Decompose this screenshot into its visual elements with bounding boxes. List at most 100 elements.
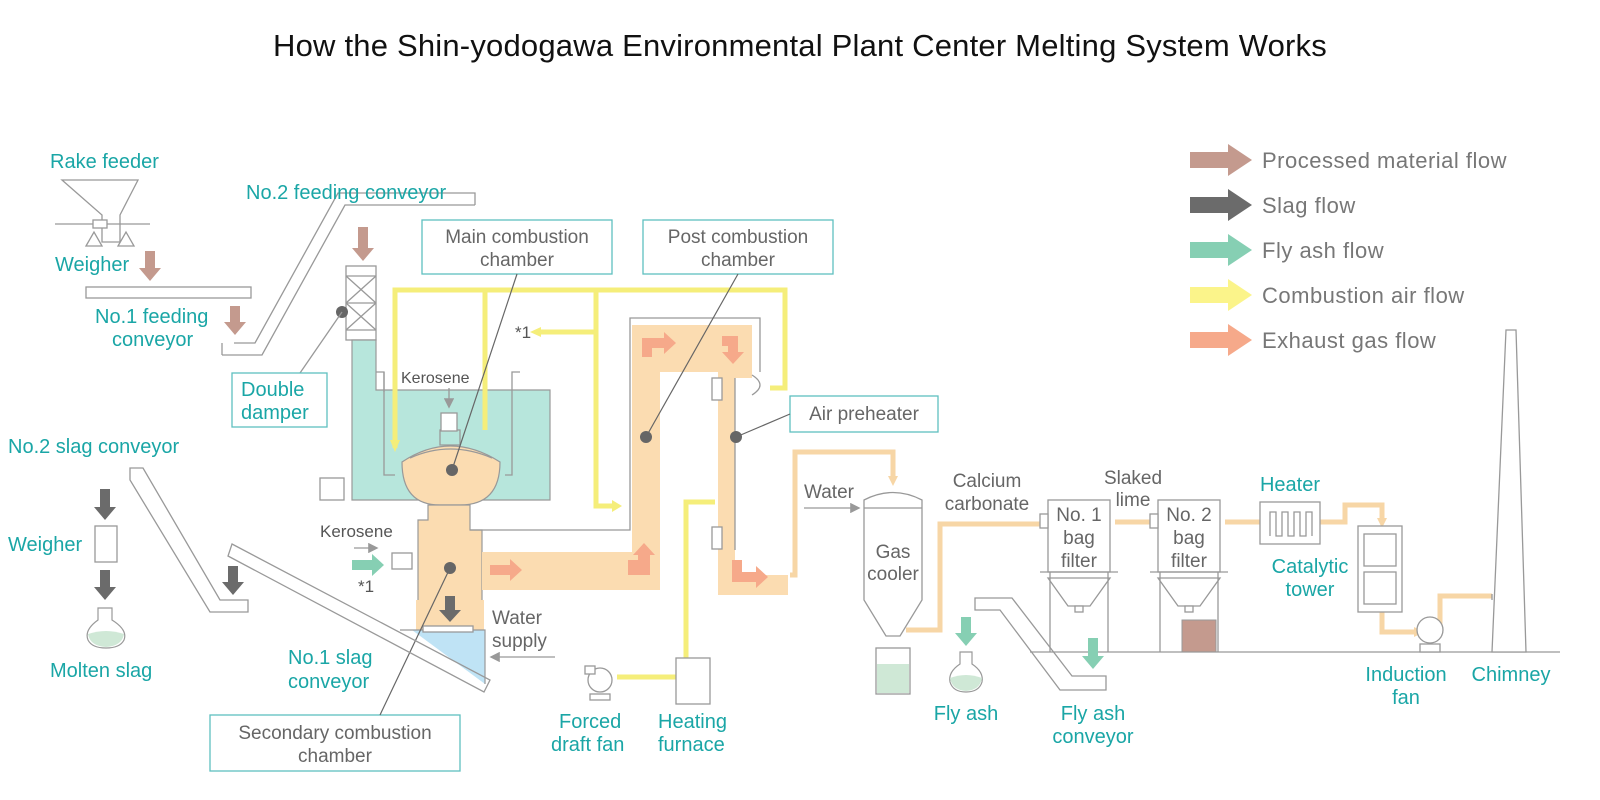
label-slaked-1: Slaked — [1104, 468, 1162, 489]
label-no1-feeding-1: No.1 feeding — [95, 306, 208, 328]
label-water: Water — [804, 482, 855, 503]
label-fly-ash-conveyor-1: Fly ash — [1061, 703, 1125, 725]
processed-arrow — [139, 251, 161, 281]
label-forced-draft-1: Forced — [559, 711, 621, 733]
no2-slag-conveyor — [129, 467, 249, 613]
label-forced-draft-2: draft fan — [551, 734, 624, 756]
induction-fan — [1416, 616, 1444, 653]
no1-feeding-conveyor — [85, 286, 252, 299]
label-bag2-2: bag — [1173, 528, 1205, 549]
legend: Processed material flow Slag flow Fly as… — [1190, 144, 1507, 356]
no1-slag-conveyor — [227, 543, 491, 693]
label-post-combustion-1: Post combustion — [668, 227, 808, 248]
diagram-title: How the Shin-yodogawa Environmental Plan… — [273, 28, 1327, 63]
label-fly-ash: Fly ash — [934, 703, 998, 725]
label-no1-slag-1: No.1 slag — [288, 647, 373, 669]
catalytic-tower — [1357, 525, 1403, 613]
exhaust-arrow — [1377, 518, 1387, 528]
label-calcium-2: carbonate — [945, 494, 1030, 515]
label-no1-feeding-2: conveyor — [112, 329, 193, 351]
exhaust-arrow — [888, 476, 898, 486]
label-note-1a: *1 — [515, 323, 531, 342]
label-post-combustion-2: chamber — [701, 250, 776, 271]
label-weigher-top: Weigher — [55, 254, 129, 276]
processed-arrow — [224, 306, 246, 335]
label-chimney: Chimney — [1472, 664, 1551, 686]
processed-arrow — [352, 227, 374, 261]
exhaust-arrow — [642, 332, 676, 357]
melting-furnace — [319, 317, 788, 684]
label-weigher-slag: Weigher — [8, 534, 82, 556]
flyash-arrow — [955, 617, 977, 646]
slag-weigher — [94, 525, 118, 563]
label-heating-furnace-1: Heating — [658, 711, 727, 733]
label-secondary-combustion-2: chamber — [298, 746, 373, 767]
label-air-preheater: Air preheater — [809, 404, 920, 425]
slag-arrow — [439, 596, 461, 622]
label-induction-2: fan — [1392, 687, 1420, 709]
label-slaked-2: lime — [1116, 490, 1151, 511]
label-kerosene-side: Kerosene — [320, 522, 393, 541]
exhaust-arrow — [722, 336, 744, 364]
legend-label-flyash: Fly ash flow — [1262, 238, 1384, 263]
label-double-damper-2: damper — [241, 402, 309, 424]
label-heater: Heater — [1260, 474, 1320, 496]
legend-item-exhaust: Exhaust gas flow — [1190, 324, 1436, 356]
legend-item-processed: Processed material flow — [1190, 144, 1507, 176]
combustion-air-lines — [392, 287, 788, 680]
processed-arrow-icon — [1190, 144, 1252, 176]
label-molten-slag: Molten slag — [50, 660, 152, 682]
label-double-damper-1: Double — [241, 379, 304, 401]
gas-cooler — [863, 491, 923, 695]
label-calcium-1: Calcium — [953, 471, 1022, 492]
no2-feeding-conveyor — [221, 192, 476, 356]
legend-item-slag: Slag flow — [1190, 189, 1356, 221]
label-bag2-1: No. 2 — [1166, 505, 1211, 526]
label-no2-feeding-conveyor: No.2 feeding conveyor — [246, 182, 446, 204]
label-water-supply-1: Water — [492, 608, 543, 629]
label-no2-slag-conveyor: No.2 slag conveyor — [8, 436, 180, 458]
air-preheater — [711, 374, 761, 550]
label-bag1-2: bag — [1063, 528, 1095, 549]
flyash-arrow — [1082, 638, 1104, 669]
rake-feeder — [55, 179, 150, 247]
legend-item-flyash: Fly ash flow — [1190, 234, 1384, 266]
fly-ash-conveyor — [974, 597, 1107, 691]
bag-filter-1 — [1039, 499, 1118, 652]
molten-slag-beaker — [86, 607, 126, 649]
bag-filter-2 — [1149, 499, 1228, 653]
label-catalytic-2: tower — [1286, 579, 1335, 601]
flyash-arrow-icon — [1190, 234, 1252, 266]
air-arrow-icon — [1190, 279, 1252, 311]
post-combustion-box — [642, 219, 834, 275]
heater — [1259, 501, 1321, 545]
label-gas-cooler-1: Gas — [876, 542, 911, 563]
exhaust-duct-lines — [790, 449, 1492, 635]
slag-arrow-icon — [1190, 189, 1252, 221]
label-no1-slag-2: conveyor — [288, 671, 369, 693]
legend-item-air: Combustion air flow — [1190, 279, 1465, 311]
flyash-arrow — [352, 554, 384, 576]
air-arrow — [612, 500, 622, 512]
label-secondary-combustion-1: Secondary combustion — [238, 723, 431, 744]
exhaust-arrow-icon — [1190, 324, 1252, 356]
exhaust-arrow — [628, 543, 655, 575]
chimney — [1491, 329, 1527, 653]
exhaust-arrow — [490, 559, 522, 581]
label-bag2-3: filter — [1171, 551, 1208, 572]
label-kerosene-top: Kerosene — [401, 370, 470, 387]
legend-label-air: Combustion air flow — [1262, 283, 1465, 308]
label-bag1-1: No. 1 — [1056, 505, 1101, 526]
air-arrow — [390, 440, 400, 452]
double-damper-box — [231, 372, 328, 428]
legend-label-processed: Processed material flow — [1262, 148, 1507, 173]
label-rake-feeder: Rake feeder — [50, 151, 159, 173]
label-note-1b: *1 — [358, 577, 374, 596]
forced-draft-fan — [584, 665, 613, 701]
main-combustion-box — [421, 219, 613, 275]
label-heating-furnace-2: furnace — [658, 734, 725, 756]
fly-ash-beaker — [949, 651, 983, 693]
legend-label-slag: Slag flow — [1262, 193, 1356, 218]
label-induction-1: Induction — [1365, 664, 1446, 686]
